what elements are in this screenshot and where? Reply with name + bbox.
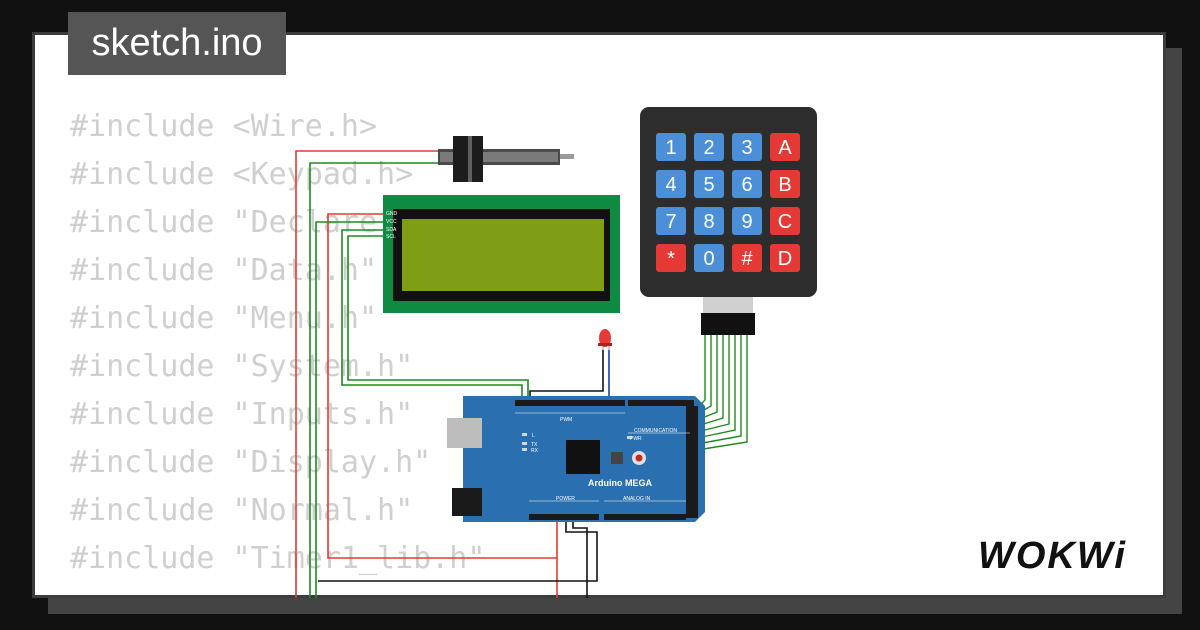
keypad-key-cap bbox=[656, 133, 686, 161]
code-line: #include "Display.h" bbox=[70, 445, 432, 480]
keypad-key-3-0[interactable]: * bbox=[656, 244, 686, 272]
keypad-key-3-2[interactable]: # bbox=[732, 244, 762, 272]
keypad-key-cap bbox=[732, 244, 762, 272]
wire-green-lcd-b bbox=[347, 235, 529, 406]
keypad-key-cap bbox=[694, 244, 724, 272]
keypad-key-label: 6 bbox=[741, 174, 752, 196]
lcd-pin-label: SDA bbox=[386, 227, 397, 233]
keypad-key-cap bbox=[770, 207, 800, 235]
board-labels: Arduino MEGA PWM COMMUNICATION POWER ANA… bbox=[531, 417, 677, 502]
slide-potentiometer[interactable] bbox=[438, 136, 574, 182]
sketch-title: sketch.ino bbox=[91, 22, 263, 64]
keypad-key-label: 2 bbox=[703, 137, 714, 159]
keypad-key-cap bbox=[732, 133, 762, 161]
keypad-key-cap bbox=[656, 170, 686, 198]
keypad-key-cap bbox=[770, 170, 800, 198]
pwm-label: PWM bbox=[560, 417, 572, 423]
keypad-key-1-3[interactable]: B bbox=[770, 170, 800, 198]
keypad-key-label: 5 bbox=[703, 174, 714, 196]
keypad-key-label: 7 bbox=[665, 211, 676, 233]
keypad-key-0-0[interactable]: 1 bbox=[656, 133, 686, 161]
keypad-keys: 1 2 3 A 4 5 6 B 7 8 9 C * 0 # D bbox=[656, 133, 800, 272]
keypad-key-label: 9 bbox=[741, 211, 752, 233]
lcd-pin-label: VCC bbox=[386, 219, 397, 225]
keypad-key-3-1[interactable]: 0 bbox=[694, 244, 724, 272]
code-line: #include "Normal.h" bbox=[70, 493, 414, 528]
keypad-key-1-0[interactable]: 4 bbox=[656, 170, 686, 198]
keypad-key-label: 4 bbox=[665, 174, 676, 196]
wire-green-pot bbox=[309, 162, 438, 598]
keypad[interactable]: 1 2 3 A 4 5 6 B 7 8 9 C * 0 # D bbox=[640, 107, 817, 335]
keypad-key-cap bbox=[732, 207, 762, 235]
keypad-key-label: # bbox=[741, 248, 753, 270]
wire-red-vcc-lcd bbox=[327, 213, 558, 559]
wire-black-gnd bbox=[318, 522, 598, 582]
keypad-key-2-2[interactable]: 9 bbox=[732, 207, 762, 235]
led-rx-label: RX bbox=[531, 448, 539, 454]
keypad-key-cap bbox=[770, 244, 800, 272]
communication-label: COMMUNICATION bbox=[634, 428, 677, 434]
code-line: #include <Wire.h> bbox=[70, 109, 378, 144]
wire-red-vcc bbox=[295, 150, 438, 598]
keypad-key-cap bbox=[656, 207, 686, 235]
keypad-key-label: C bbox=[778, 211, 792, 233]
lcd-pin-label: SCL bbox=[386, 234, 396, 240]
wire-black-gnd2 bbox=[572, 522, 588, 598]
keypad-key-cap bbox=[694, 133, 724, 161]
keypad-key-1-2[interactable]: 6 bbox=[732, 170, 762, 198]
wokwi-logo: WOKWi bbox=[978, 535, 1127, 577]
sketch-title-tab[interactable]: sketch.ino bbox=[68, 12, 286, 75]
wire-green-lcd-sda bbox=[315, 221, 384, 598]
preview-card: #include <Wire.h>#include <Keypad.h>#inc… bbox=[32, 32, 1166, 598]
keypad-key-label: D bbox=[778, 248, 792, 270]
keypad-key-label: 0 bbox=[703, 248, 714, 270]
keypad-key-label: 1 bbox=[665, 137, 676, 159]
red-led[interactable] bbox=[598, 329, 612, 350]
keypad-key-label: B bbox=[778, 174, 791, 196]
keypad-key-2-3[interactable]: C bbox=[770, 207, 800, 235]
keypad-key-0-2[interactable]: 3 bbox=[732, 133, 762, 161]
keypad-key-1-1[interactable]: 5 bbox=[694, 170, 724, 198]
lcd-pin-labels: GND VCC SDA SCL bbox=[386, 211, 398, 240]
keypad-key-cap bbox=[694, 207, 724, 235]
keypad-key-label: 3 bbox=[741, 137, 752, 159]
board-name: Arduino MEGA bbox=[588, 478, 652, 488]
wire-keypad-bus bbox=[696, 335, 748, 451]
keypad-key-cap bbox=[732, 170, 762, 198]
code-line: #include "Inputs.h" bbox=[70, 397, 414, 432]
keypad-key-cap bbox=[656, 244, 686, 272]
keypad-key-label: * bbox=[667, 248, 675, 270]
keypad-key-0-3[interactable]: A bbox=[770, 133, 800, 161]
code-line: #include "Data.h" bbox=[70, 253, 378, 288]
code-line: #include "Menu.h" bbox=[70, 301, 378, 336]
keypad-key-cap bbox=[770, 133, 800, 161]
led-l-label: L bbox=[532, 433, 535, 439]
lcd-pin-label: GND bbox=[386, 211, 398, 217]
keypad-key-cap bbox=[694, 170, 724, 198]
keypad-key-0-1[interactable]: 2 bbox=[694, 133, 724, 161]
keypad-key-label: A bbox=[778, 137, 792, 159]
keypad-key-3-3[interactable]: D bbox=[770, 244, 800, 272]
wire-green-lcd-a bbox=[341, 229, 523, 406]
keypad-key-2-0[interactable]: 7 bbox=[656, 207, 686, 235]
led-tx-label: TX bbox=[531, 442, 538, 448]
code-line: #include "System.h" bbox=[70, 349, 414, 384]
analog-in-label: ANALOG IN bbox=[623, 496, 651, 502]
power-label: POWER bbox=[556, 496, 575, 502]
arduino-mega-board[interactable] bbox=[447, 396, 705, 522]
keypad-key-2-1[interactable]: 8 bbox=[694, 207, 724, 235]
keypad-key-label: 8 bbox=[703, 211, 714, 233]
lcd-display[interactable] bbox=[383, 195, 620, 313]
pwr-led-label: PWR bbox=[630, 436, 642, 442]
